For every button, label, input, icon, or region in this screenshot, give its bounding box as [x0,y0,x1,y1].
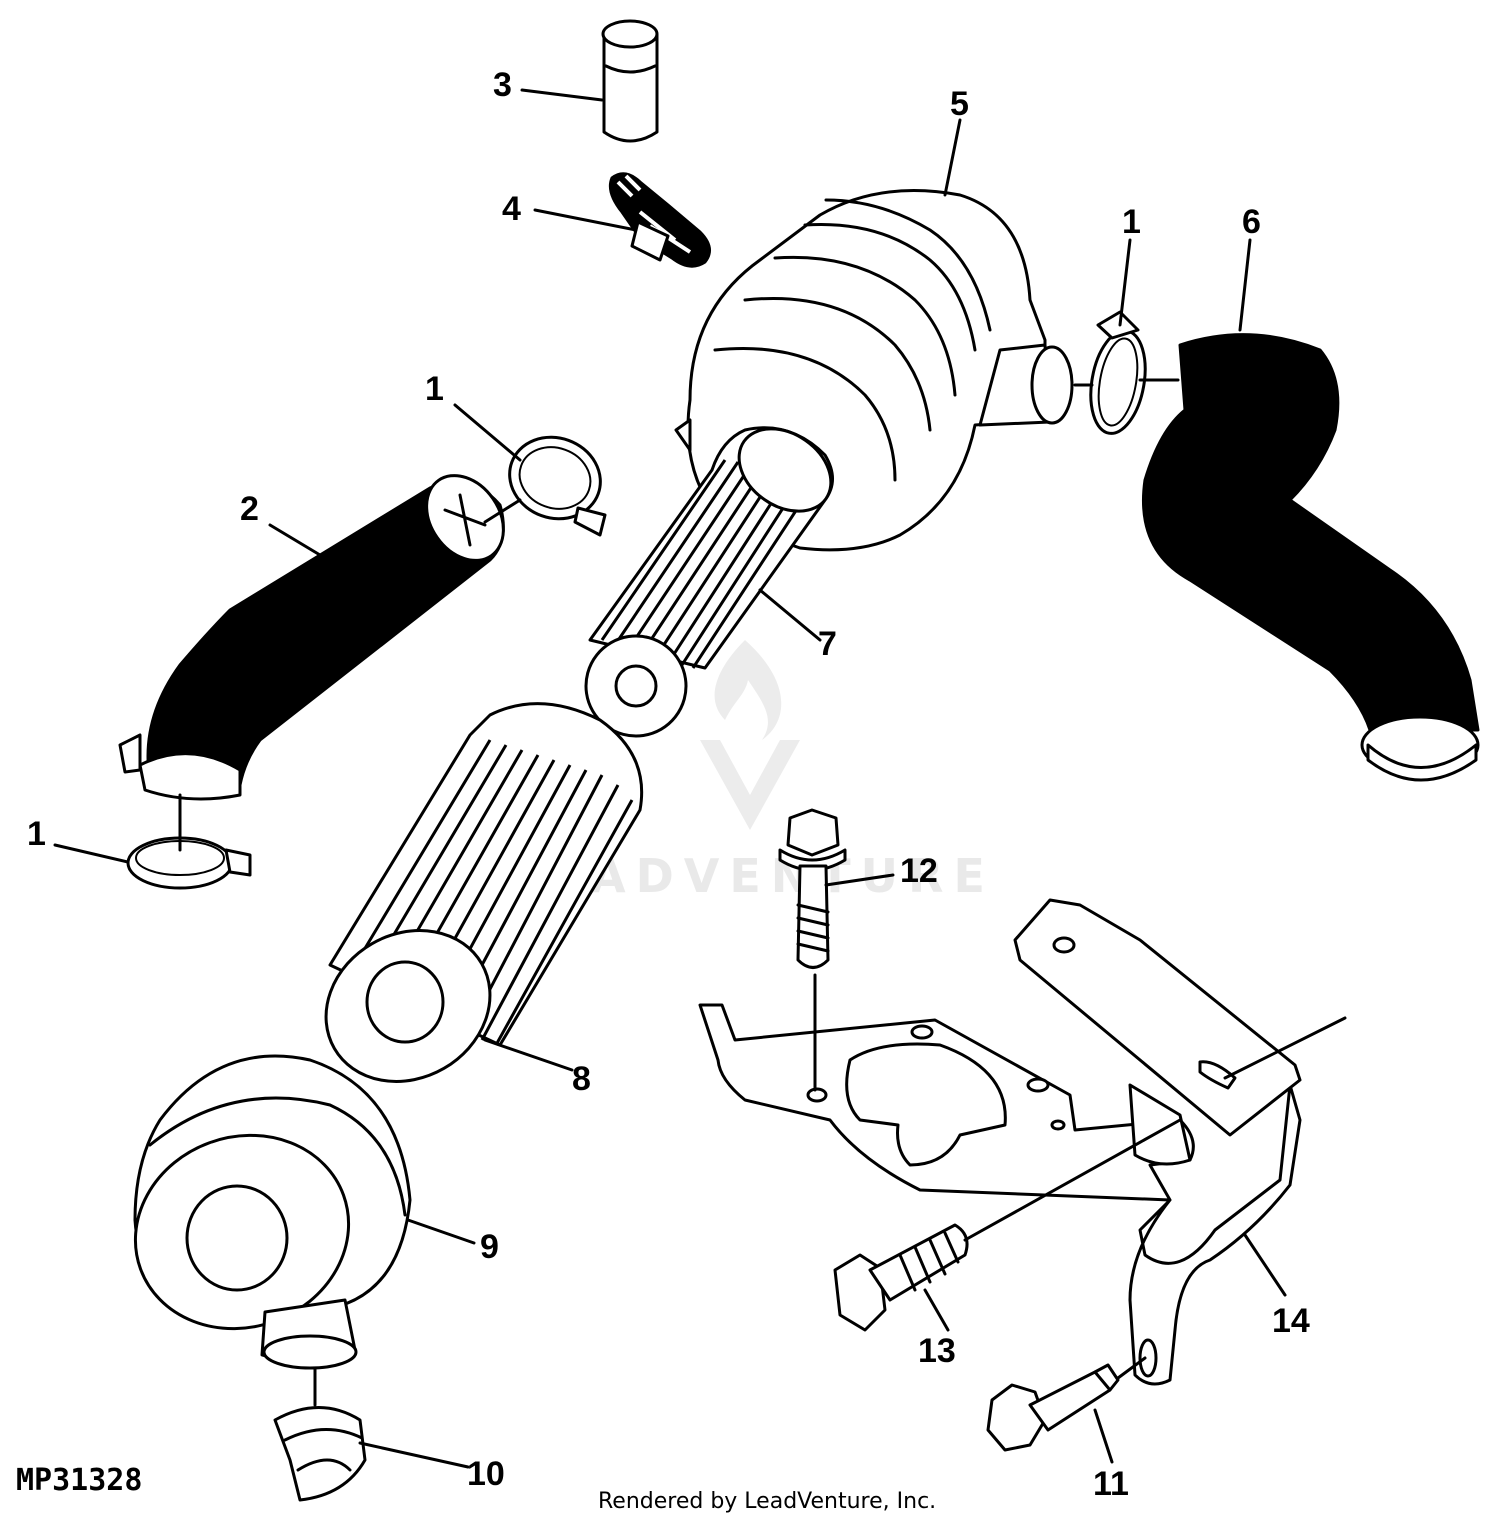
part-13-bolt [833,1223,969,1332]
callout-1-lower-left: 1 [27,815,46,853]
render-credit: Rendered by LeadVenture, Inc. [598,1489,936,1514]
callout-6: 6 [1242,203,1261,241]
callout-3: 3 [493,66,512,104]
callout-2: 2 [240,490,259,528]
part-1-clamp-middle [508,435,607,537]
figure-id: MP31328 [16,1463,142,1498]
callout-8: 8 [572,1060,591,1098]
callout-1-upper-right: 1 [1122,203,1141,241]
part-2-hose [118,474,505,801]
callout-13: 13 [918,1332,956,1370]
callout-10: 10 [467,1455,505,1493]
callout-9: 9 [480,1228,499,1266]
part-11-bolt [986,1363,1120,1452]
leader-lines [53,88,1347,1469]
part-7-inner-filter [584,426,834,738]
callout-1-middle: 1 [425,370,444,408]
callout-14: 14 [1272,1302,1310,1340]
part-1-clamp-upper-right [1089,310,1147,435]
callout-12: 12 [900,852,938,890]
watermark-flame-icon [714,640,782,740]
part-4-valve [608,172,711,268]
watermark-v-icon [700,740,800,830]
callout-labels: 3 4 5 1 6 1 2 7 1 12 8 9 14 13 10 11 [27,66,1310,1503]
part-10-vacuator-valve [273,1406,367,1502]
callout-4: 4 [502,190,521,228]
part-6-hose [1141,333,1480,782]
part-9-cover [133,1054,412,1370]
part-14-bracket [698,898,1302,1386]
part-3-cap [601,19,659,143]
part-1-clamp-lower-left [126,836,252,890]
callout-7: 7 [818,625,837,663]
callout-11: 11 [1093,1465,1129,1503]
callout-5: 5 [950,85,969,123]
part-12-bolt [778,808,847,969]
part-8-outer-filter [324,702,644,1083]
